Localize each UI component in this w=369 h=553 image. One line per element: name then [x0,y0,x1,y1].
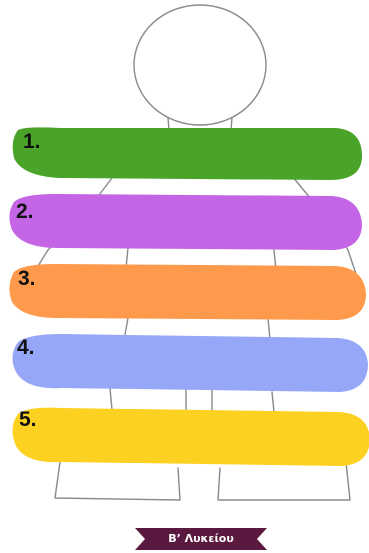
stroke-label-5: 5. [19,408,37,431]
head-outline [133,4,267,126]
grade-badge: Β’ Λυκείου [135,528,267,550]
badge-ribbon [135,528,267,550]
stroke-5 [12,407,369,466]
stroke-1 [12,127,363,180]
stroke-label-2: 2. [16,200,34,223]
stroke-label-4: 4. [17,336,35,359]
stroke-3 [9,264,367,320]
grade-label: Β’ Λυκείου [168,532,234,545]
stroke-label-3: 3. [18,267,36,290]
left-leg-outline [54,387,181,501]
stroke-4 [12,334,368,392]
stroke-2 [9,194,363,250]
stroke-label-1: 1. [23,130,41,153]
right-leg-outline [217,391,351,501]
